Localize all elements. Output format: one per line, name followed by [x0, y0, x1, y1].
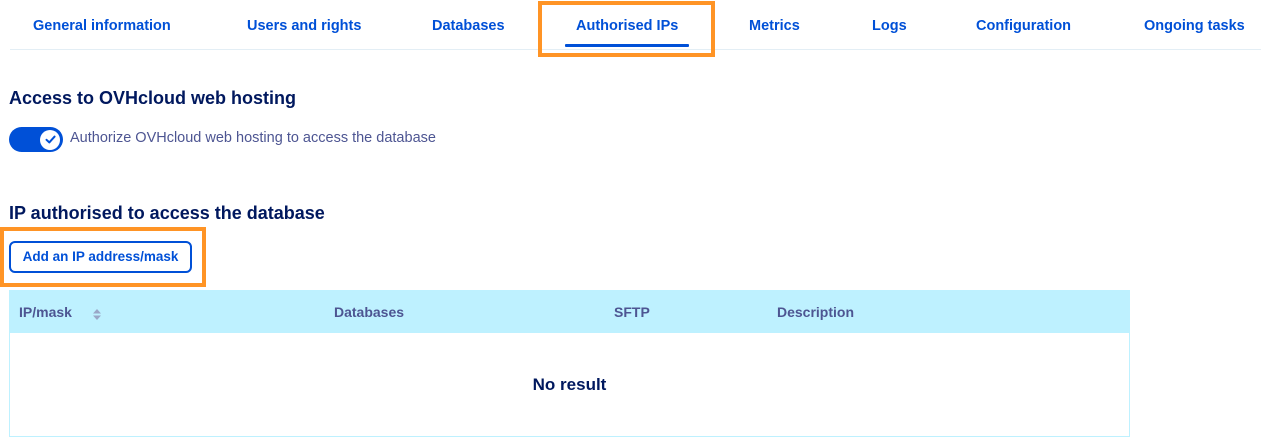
tab-configuration[interactable]: Configuration [976, 18, 1072, 34]
web-hosting-section-title: Access to OVHcloud web hosting [9, 88, 297, 108]
sort-icon[interactable] [92, 306, 102, 320]
tab-bar: General information Users and rights Dat… [10, 0, 1261, 50]
column-header-description: Description [777, 304, 855, 320]
add-ip-button[interactable]: Add an IP address/mask [9, 241, 192, 273]
ip-section-title: IP authorised to access the database [9, 203, 325, 223]
empty-state-text: No result [532, 375, 607, 394]
column-header-databases: Databases [334, 304, 405, 320]
web-hosting-access-toggle[interactable] [9, 127, 63, 152]
tab-users-and-rights[interactable]: Users and rights [247, 18, 362, 34]
tab-authorised-ips[interactable]: Authorised IPs [564, 0, 690, 50]
web-hosting-toggle-label: Authorize OVHcloud web hosting to access… [70, 130, 436, 146]
tab-ongoing-tasks[interactable]: Ongoing tasks [1144, 18, 1245, 34]
tab-databases[interactable]: Databases [432, 18, 505, 34]
column-header-ip-mask[interactable]: IP/mask [19, 304, 72, 320]
tab-metrics[interactable]: Metrics [749, 18, 800, 34]
check-icon [40, 129, 60, 150]
tab-logs[interactable]: Logs [872, 18, 907, 34]
authorised-ips-table: IP/mask Databases SFTP Description No re… [9, 290, 1130, 437]
table-header: IP/mask Databases SFTP Description [10, 291, 1129, 333]
column-header-sftp: SFTP [614, 304, 650, 320]
tab-general-information[interactable]: General information [33, 18, 171, 34]
